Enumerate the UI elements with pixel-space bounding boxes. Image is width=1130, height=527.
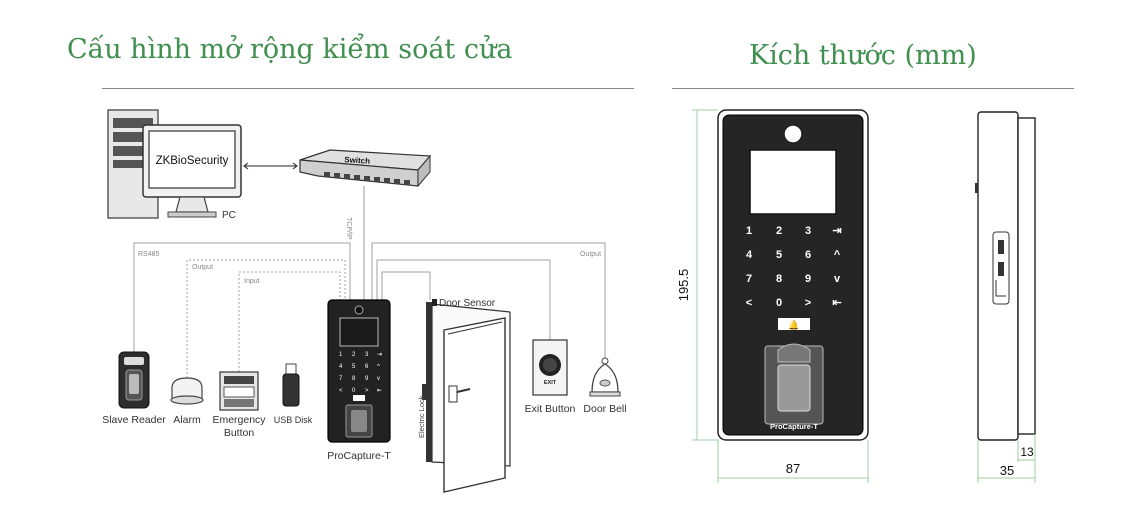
right-title-divider	[672, 88, 1074, 89]
svg-text:<: <	[339, 388, 343, 394]
depth-dimension	[977, 434, 1036, 483]
svg-text:4: 4	[339, 364, 343, 370]
svg-text:>: >	[365, 388, 369, 394]
svg-text:2: 2	[352, 352, 356, 358]
svg-text:1: 1	[339, 352, 343, 358]
keypad-key: 9	[805, 273, 811, 285]
exit-button-label: Exit Button	[525, 403, 576, 415]
svg-text:9: 9	[365, 376, 369, 382]
depth-value: 35	[1000, 463, 1014, 478]
output-left-label: Output	[192, 264, 213, 271]
tcpip-label: TCP/IP	[345, 217, 352, 240]
svg-text:8: 8	[352, 376, 356, 382]
pc-computer: ZKBioSecurity	[107, 109, 242, 219]
door-bell-label: Door Bell	[583, 403, 626, 415]
keypad-key: 7	[746, 273, 752, 285]
keypad-key: >	[805, 297, 811, 309]
keypad-key: <	[746, 297, 752, 309]
alarm-label: Alarm	[173, 414, 201, 426]
device-side-view	[975, 111, 1036, 441]
keypad-key: 6	[805, 249, 811, 261]
switch-label: Switch	[344, 155, 370, 166]
output-right-label: Output	[580, 251, 601, 258]
alarm-device	[170, 377, 204, 405]
emergency-button-label-line1: Emergency	[212, 414, 266, 426]
svg-text:7: 7	[339, 376, 343, 382]
device-front-view: 🔔	[717, 109, 869, 441]
emergency-button-device	[219, 371, 259, 411]
door-bell-device	[589, 357, 621, 397]
right-section-title: Kích thước (mm)	[749, 40, 977, 71]
slave-reader-device	[118, 351, 150, 409]
keypad-key: 3	[805, 225, 811, 237]
svg-text:5: 5	[352, 364, 356, 370]
pc-label: PC	[222, 210, 236, 221]
network-switch	[299, 149, 432, 188]
procapture-label: ProCapture-T	[327, 450, 391, 462]
keypad-key: 8	[776, 273, 782, 285]
electric-lock-label: Electric Lock	[417, 395, 426, 438]
keypad-key: ⇤	[832, 297, 841, 309]
door-assembly	[422, 299, 511, 493]
rs485-label: RS485	[138, 251, 160, 258]
thickness-value: 13	[1020, 445, 1034, 459]
wiring	[133, 242, 606, 378]
svg-text:⇤: ⇤	[377, 388, 382, 394]
svg-text:^: ^	[377, 364, 380, 370]
input-label: Input	[244, 278, 260, 285]
keypad-key: 5	[776, 249, 782, 261]
keypad-key: 1	[746, 225, 752, 237]
usb-disk-label: USB Disk	[274, 415, 313, 425]
height-value: 195.5	[676, 269, 691, 302]
svg-text:🔔: 🔔	[788, 320, 799, 330]
svg-text:0: 0	[352, 388, 356, 394]
left-section-title: Cấu hình mở rộng kiểm soát cửa	[67, 34, 513, 65]
exit-button-device	[532, 339, 568, 396]
exit-button-face-text: EXIT	[544, 380, 557, 386]
keypad-key: ⇥	[832, 225, 841, 237]
door-sensor-label: Door Sensor	[439, 298, 496, 309]
height-dimension	[692, 109, 718, 441]
procapture-device-small: 1 2 3 ⇥ 4 5 6 ^ 7 8 9 v <0 > ⇤	[327, 299, 391, 443]
svg-text:3: 3	[365, 352, 369, 358]
keypad-key: 4	[746, 249, 753, 261]
svg-text:6: 6	[365, 364, 369, 370]
usb-disk-device	[282, 363, 300, 407]
keypad-key: 2	[776, 225, 782, 237]
front-view-brand: ProCapture-T	[770, 422, 818, 431]
emergency-button-label-line2: Button	[224, 427, 255, 439]
software-label: ZKBioSecurity	[156, 155, 229, 167]
slave-reader-label: Slave Reader	[102, 414, 166, 426]
front-view-keypad: 1 2 3 ⇥ 4 5 6 ^ 7 8 9 v <0 > ⇤	[746, 225, 842, 309]
left-title-divider	[102, 88, 634, 89]
width-dimension	[717, 440, 869, 483]
keypad-key: ^	[834, 249, 841, 261]
svg-text:v: v	[377, 376, 380, 382]
svg-text:⇥: ⇥	[377, 352, 382, 358]
width-value: 87	[786, 461, 800, 476]
keypad-key: 0	[776, 297, 782, 309]
keypad-key: v	[834, 273, 841, 285]
